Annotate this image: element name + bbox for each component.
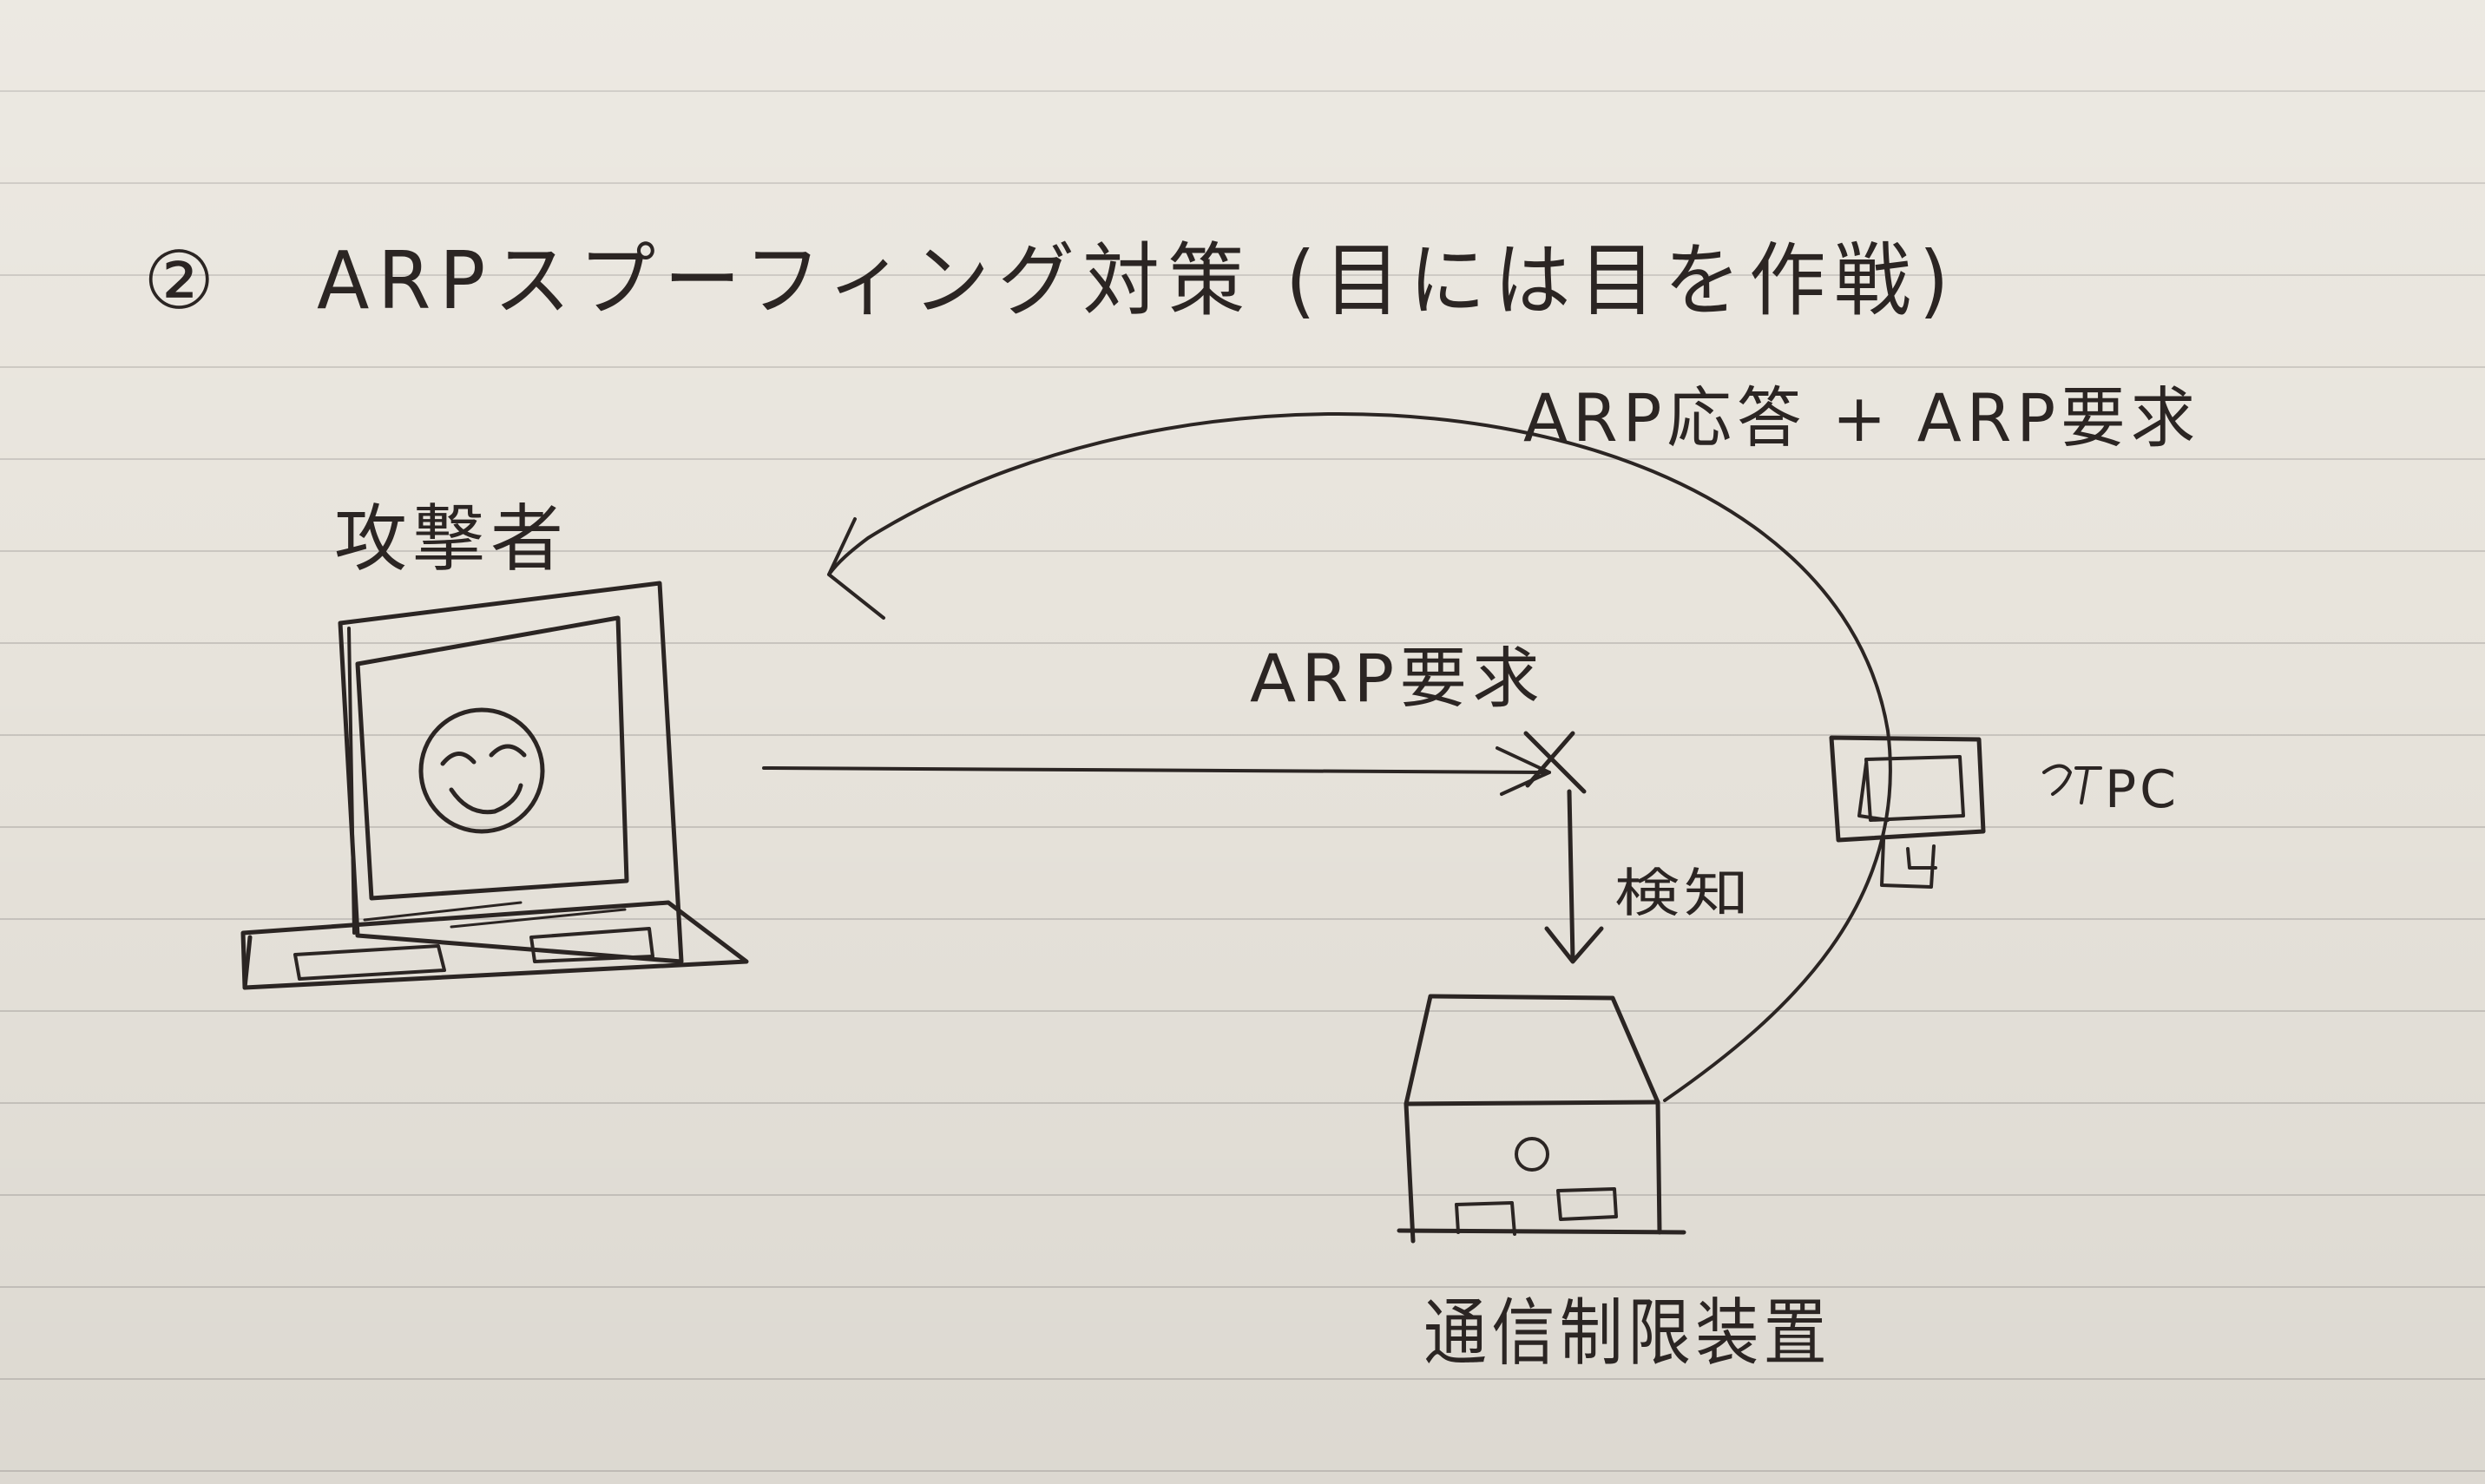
- target-pc-label: PC: [2105, 759, 2179, 820]
- detect-label: 検知: [1614, 863, 1753, 924]
- response-request-label: ARP応答 + ARP要求: [1523, 379, 2200, 456]
- target-pc-marker: [2042, 764, 2102, 804]
- cross-mark-icon: [1523, 731, 1587, 794]
- device-label: 通信制限装置: [1423, 1290, 1831, 1376]
- title-bullet: ②: [143, 234, 223, 327]
- smiley-face-icon: [418, 707, 545, 834]
- page-title: ARPスプーフィング対策 (目には目を作戦): [317, 234, 1957, 327]
- arp-request-label: ARP要求: [1250, 640, 1545, 717]
- detect-arrow: [1544, 789, 1604, 964]
- response-arrow: [827, 412, 1892, 1102]
- request-arrow: [762, 746, 1551, 796]
- house-icon: [1397, 994, 1686, 1244]
- attacker-label: 攻撃者: [334, 496, 569, 581]
- laptop-icon: [240, 581, 749, 990]
- monitor-icon: [1829, 735, 1986, 889]
